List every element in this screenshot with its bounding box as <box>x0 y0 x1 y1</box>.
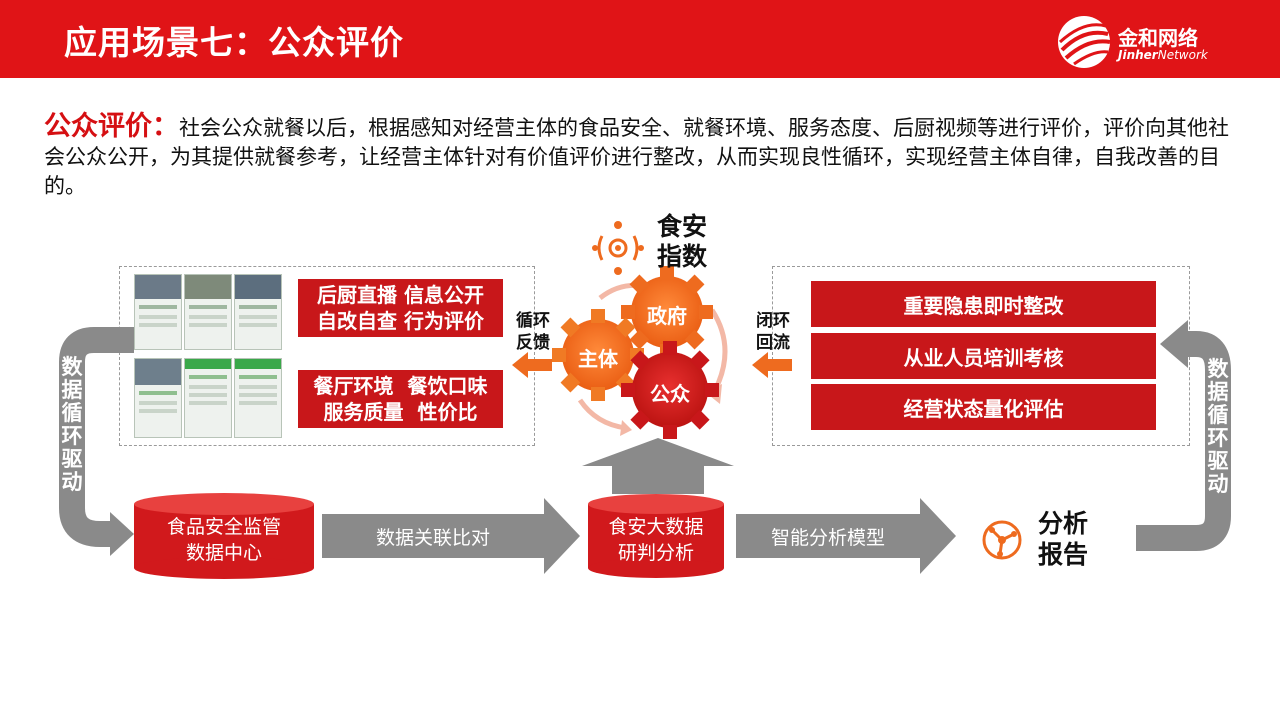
right-loop-text: 数 据 循 环 驱 动 <box>1205 358 1231 496</box>
index-target-icon <box>592 221 644 275</box>
right-return-arrow-icon <box>752 352 792 378</box>
left-label-top-line1: 后厨直播 信息公开 <box>317 283 484 307</box>
right-loop-char: 据 <box>1207 380 1229 404</box>
right-loop-char: 环 <box>1207 426 1229 450</box>
right-loop-char: 数 <box>1207 357 1229 381</box>
right-item-1: 重要隐患即时整改 <box>811 281 1156 327</box>
intro-paragraph: 公众评价：社会公众就餐以后，根据感知对经营主体的食品安全、就餐环境、服务态度、后… <box>44 112 1240 201</box>
index-line1: 食安 <box>656 212 707 241</box>
feedback-loop-label: 循环 反馈 <box>510 310 556 354</box>
left-label-bottom: 餐厅环境 餐饮口味 服务质量 性价比 <box>298 370 503 428</box>
left-label-bottom-line2: 服务质量 性价比 <box>323 400 478 424</box>
flow-arrow-1-label: 数据关联比对 <box>375 527 490 549</box>
db2-line2: 研判分析 <box>617 542 694 564</box>
logo-text-cn: 金和网络 <box>1118 26 1198 50</box>
db2-line1: 食安大数据 <box>608 516 704 538</box>
left-loop-char: 动 <box>61 470 83 494</box>
app-screenshot-thumb <box>134 358 182 438</box>
right-loop-char: 循 <box>1207 403 1229 427</box>
right-loop-char: 动 <box>1207 472 1229 496</box>
app-screenshot-thumb <box>184 274 232 350</box>
left-loop-arrow-icon <box>59 327 134 556</box>
flow-arrow-1 <box>322 498 580 574</box>
right-loop-char: 驱 <box>1207 449 1229 473</box>
left-loop-char: 数 <box>61 355 83 379</box>
screenshot-row-1 <box>134 274 284 350</box>
up-arrow-icon <box>582 438 734 494</box>
flow-arrow-2-label: 智能分析模型 <box>770 527 885 549</box>
gear-public-label: 公众 <box>650 382 690 406</box>
left-loop-char: 据 <box>61 378 83 402</box>
database-1-label: 食品安全监管 数据中心 <box>134 514 314 566</box>
screenshot-row-2 <box>134 358 284 438</box>
analysis-report-label: 分析 报告 <box>1038 508 1102 570</box>
db1-line2: 数据中心 <box>185 542 262 564</box>
app-screenshot-thumb <box>134 274 182 350</box>
logo-text-en-a: Jinher <box>1118 48 1158 62</box>
right-loop-arrow-icon <box>1136 320 1231 551</box>
feedback-line1: 循环 <box>516 311 550 331</box>
intro-text: 社会公众就餐以后，根据感知对经营主体的食品安全、就餐环境、服务态度、后厨视频等进… <box>44 116 1229 198</box>
left-panel <box>119 266 535 446</box>
right-item-2: 从业人员培训考核 <box>811 333 1156 379</box>
gear-government-label: 政府 <box>647 304 687 328</box>
app-screenshot-thumb <box>234 358 282 438</box>
report-line2: 报告 <box>1038 540 1089 569</box>
report-line1: 分析 <box>1038 509 1089 538</box>
closed-loop-label: 闭环 回流 <box>750 310 796 354</box>
left-loop-char: 驱 <box>61 447 83 471</box>
food-safety-index-label: 食安 指数 <box>652 212 712 272</box>
logo-globe-icon <box>1058 16 1111 68</box>
page-title: 应用场景七：公众评价 <box>64 23 404 62</box>
app-screenshot-thumb <box>184 358 232 438</box>
database-2-label: 食安大数据 研判分析 <box>588 514 724 566</box>
flow-arrow-2 <box>736 498 956 574</box>
logo-text-en: JinherNetwork <box>1118 48 1208 62</box>
database-cylinder-2 <box>588 494 724 578</box>
closed-loop-line2: 回流 <box>756 333 790 353</box>
left-loop-char: 环 <box>61 424 83 448</box>
gear-subject-label: 主体 <box>578 347 618 371</box>
left-feedback-arrow-icon <box>512 352 552 378</box>
left-loop-text: 数 据 循 环 驱 动 <box>59 356 85 494</box>
closed-loop-line1: 闭环 <box>756 311 790 331</box>
company-logo: 金和网络 JinherNetwork <box>1054 14 1214 70</box>
left-label-bottom-line1: 餐厅环境 餐饮口味 <box>313 374 488 398</box>
left-label-top: 后厨直播 信息公开 自改自查 行为评价 <box>298 279 503 337</box>
index-line2: 指数 <box>656 242 707 271</box>
logo-text-en-b: Network <box>1157 48 1208 62</box>
right-item-3: 经营状态量化评估 <box>811 384 1156 430</box>
left-loop-char: 循 <box>61 401 83 425</box>
intro-term: 公众评价： <box>44 111 179 142</box>
app-screenshot-thumb <box>234 274 282 350</box>
feedback-line2: 反馈 <box>516 333 550 353</box>
left-label-top-line2: 自改自查 行为评价 <box>317 309 484 333</box>
analysis-report-icon <box>982 520 1022 560</box>
db1-line1: 食品安全监管 <box>166 516 281 538</box>
database-cylinder-1 <box>134 493 314 579</box>
